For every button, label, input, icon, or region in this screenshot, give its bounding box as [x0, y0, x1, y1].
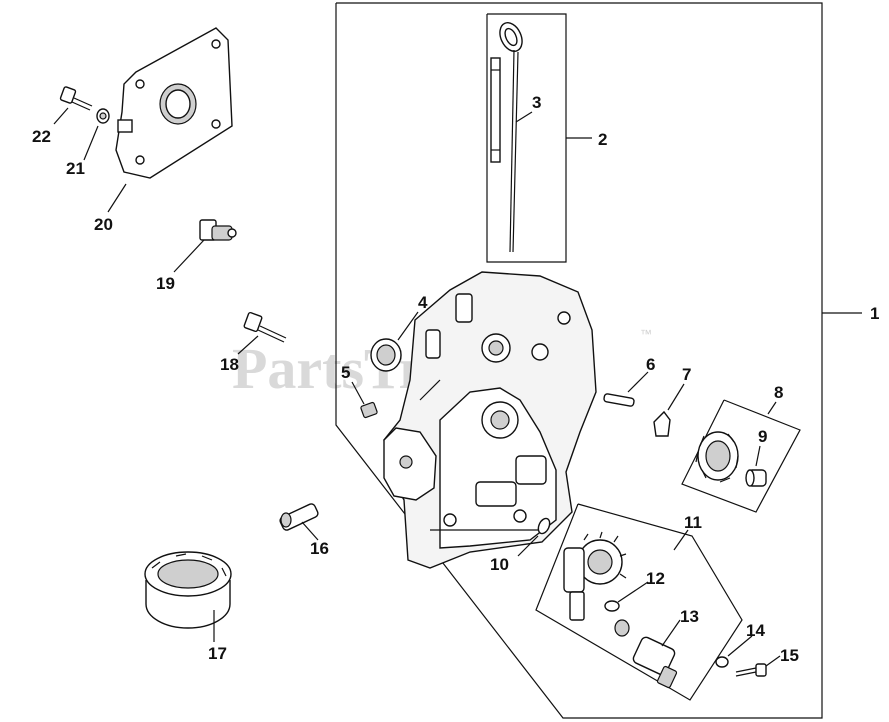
- callout-16: 16: [310, 539, 329, 558]
- screw-15: [735, 663, 767, 677]
- callout-10: 10: [490, 555, 509, 574]
- pin: [603, 393, 635, 407]
- crankcase-cover: [383, 271, 597, 569]
- adapter-plate: [115, 27, 233, 179]
- callout-15: 15: [780, 646, 799, 665]
- oil-seal: [370, 338, 402, 372]
- o-ring-10: [537, 517, 551, 535]
- leader-lines: [53, 107, 862, 667]
- callout-22: 22: [32, 127, 51, 146]
- callout-13: 13: [680, 607, 699, 626]
- screw-22: [59, 86, 93, 111]
- callout-14: 14: [746, 621, 765, 640]
- plug: [360, 401, 378, 419]
- gear-pin: [745, 469, 767, 487]
- oil-pressure-sender: [614, 619, 678, 689]
- oil-filter-fitting: [279, 503, 319, 531]
- oil-pump: [563, 531, 627, 621]
- washer: [715, 656, 729, 668]
- bolt-18: [243, 311, 287, 343]
- oil-pump-group-box: [535, 503, 743, 701]
- callout-5: 5: [341, 363, 350, 382]
- governor-gear: [695, 431, 739, 483]
- callout-18: 18: [220, 355, 239, 374]
- callout-20: 20: [94, 215, 113, 234]
- callout-12: 12: [646, 569, 665, 588]
- gear-group-box: [681, 399, 801, 513]
- callout-19: 19: [156, 274, 175, 293]
- callout-2: 2: [598, 130, 607, 149]
- clip: [653, 410, 671, 437]
- callout-17: 17: [208, 644, 227, 663]
- washer-21: [96, 108, 110, 124]
- callout-21: 21: [66, 159, 85, 178]
- sensor-19: [199, 219, 237, 241]
- dipstick: [490, 22, 523, 253]
- assembly-frame: [335, 2, 823, 719]
- oil-filter: [144, 551, 232, 629]
- callout-8: 8: [774, 383, 783, 402]
- callout-11: 11: [684, 513, 702, 532]
- callout-7: 7: [682, 365, 691, 384]
- watermark-trademark: ™: [640, 327, 652, 341]
- callout-6: 6: [646, 355, 655, 374]
- o-ring-12: [604, 600, 620, 612]
- callout-9: 9: [758, 427, 767, 446]
- dipstick-group-box: [486, 13, 567, 263]
- callout-1: 1: [870, 304, 879, 323]
- callout-4: 4: [418, 293, 428, 312]
- callout-3: 3: [532, 93, 541, 112]
